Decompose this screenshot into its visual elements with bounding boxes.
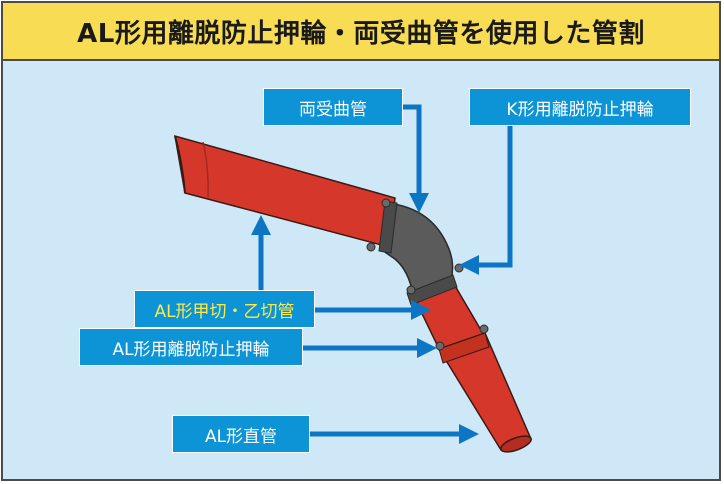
header-bar: AL形用離脱防止押輪・両受曲管を使用した管割	[3, 3, 719, 61]
double-socket-bend	[366, 198, 489, 351]
upper-pipe	[174, 134, 396, 248]
pipe-diagram	[174, 104, 533, 453]
label-al-cut-pipe: AL形甲切・乙切管	[134, 290, 315, 328]
label-k-type-retainer: K形用離脱防止押輪	[469, 88, 691, 126]
label-al-type-retainer: AL形用離脱防止押輪	[79, 328, 303, 366]
arrows	[251, 104, 513, 444]
label-al-straight-pipe: AL形直管	[172, 415, 310, 453]
page-title: AL形用離脱防止押輪・両受曲管を使用した管割	[77, 18, 645, 49]
arrow-k-oshiwa	[459, 123, 513, 275]
arrow-ryouke	[403, 104, 429, 213]
label-double-socket-bend: 両受曲管	[263, 88, 403, 126]
lower-pipe	[411, 278, 533, 453]
